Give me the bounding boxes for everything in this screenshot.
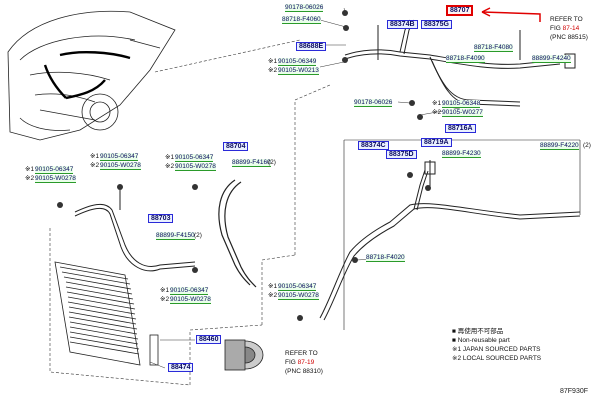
refer-note-top: REFER TO FIG 87-14 (PNC 88515) bbox=[550, 15, 588, 42]
star1-marker-g: ※1 bbox=[268, 283, 278, 290]
star2-marker-d: ※2 bbox=[25, 175, 35, 182]
callout-88716a[interactable]: 88716A bbox=[445, 124, 476, 133]
part-90105-w0278-e[interactable]: 90105-W0278 bbox=[278, 292, 319, 300]
star2-marker-g: ※2 bbox=[268, 292, 278, 299]
part-90105-w0213[interactable]: 90105-W0213 bbox=[278, 67, 319, 75]
star2-marker-a: ※2 bbox=[268, 67, 278, 74]
star1-marker-d: ※1 bbox=[25, 166, 35, 173]
part-88718-f4080[interactable]: 88718-F4080 bbox=[474, 44, 513, 52]
qty-marker-a: (2) bbox=[583, 142, 591, 149]
callout-88703[interactable]: 88703 bbox=[148, 214, 174, 223]
highlight-arrow bbox=[481, 11, 541, 22]
part-90105-06347-c[interactable]: 90105-06347 bbox=[175, 154, 214, 162]
star1-marker-e: ※1 bbox=[165, 154, 175, 161]
callout-88719a[interactable]: 88719A bbox=[421, 138, 452, 147]
part-88899-f4160[interactable]: 88899-F4160 bbox=[232, 159, 271, 167]
fig-link-87-19[interactable]: 87-19 bbox=[297, 359, 315, 366]
part-90105-w0278-b[interactable]: 90105-W0278 bbox=[35, 175, 76, 183]
part-88899-f4240[interactable]: 88899-F4240 bbox=[532, 55, 571, 63]
refer-bottom-line1: REFER TO bbox=[285, 350, 318, 357]
compressor bbox=[224, 339, 264, 371]
qty-marker-b: (2) bbox=[268, 159, 276, 166]
part-90105-06347-d[interactable]: 90105-06347 bbox=[170, 287, 209, 295]
star2-marker-f: ※2 bbox=[160, 296, 170, 303]
part-90105-06347-e[interactable]: 90105-06347 bbox=[278, 283, 317, 291]
legend-star1: ※1 JAPAN SOURCED PARTS bbox=[452, 346, 541, 353]
callout-88704[interactable]: 88704 bbox=[223, 142, 249, 151]
star1-marker-a: ※1 bbox=[268, 58, 278, 65]
callout-88375d[interactable]: 88375D bbox=[386, 150, 417, 159]
pipe-88703 bbox=[74, 190, 196, 272]
refer-bottom-line3: (PNC 88310) bbox=[285, 368, 323, 375]
legend-star2: ※2 LOCAL SOURCED PARTS bbox=[452, 355, 542, 362]
part-90105-w0278-a[interactable]: 90105-W0278 bbox=[100, 162, 141, 170]
star2-marker-e: ※2 bbox=[165, 163, 175, 170]
star1-marker-c: ※1 bbox=[90, 153, 100, 160]
refer-note-bottom: REFER TO FIG 87-19 (PNC 88310) bbox=[285, 349, 323, 376]
part-90105-w0277[interactable]: 90105-W0277 bbox=[442, 109, 483, 117]
part-88718-f4090[interactable]: 88718-F4090 bbox=[446, 55, 485, 63]
part-88899-f4150[interactable]: 88899-F4150 bbox=[156, 232, 195, 240]
part-90105-w0278-d[interactable]: 90105-W0278 bbox=[170, 296, 211, 304]
refer-top-line1: REFER TO bbox=[550, 16, 583, 23]
vehicle-illustration bbox=[7, 10, 176, 141]
part-90105-06349[interactable]: 90105-06349 bbox=[278, 58, 317, 66]
condenser bbox=[54, 261, 159, 366]
callout-88374b[interactable]: 88374B bbox=[387, 20, 418, 29]
part-88899-f4230[interactable]: 88899-F4230 bbox=[442, 150, 481, 158]
hose-88704 bbox=[218, 179, 257, 288]
refer-top-line2: FIG 87-14 bbox=[550, 25, 580, 32]
part-90178-06026-mid[interactable]: 90178-06026 bbox=[354, 99, 393, 107]
callout-88707[interactable]: 88707 bbox=[446, 5, 474, 16]
star2-marker-c: ※2 bbox=[90, 162, 100, 169]
legend-jp: ■ 再使用不可部品 bbox=[452, 328, 504, 335]
callout-88474[interactable]: 88474 bbox=[168, 363, 194, 372]
part-88718-f4060[interactable]: 88718-F4060 bbox=[282, 16, 321, 24]
part-88899-f4220[interactable]: 88899-F4220 bbox=[540, 142, 579, 150]
qty-marker-c: (2) bbox=[194, 232, 202, 239]
dashed-enclosure bbox=[49, 84, 331, 386]
star1-marker-f: ※1 bbox=[160, 287, 170, 294]
part-88718-f4020[interactable]: 88718-F4020 bbox=[366, 254, 405, 262]
legend-nonreusable: ■ Non-reusable part bbox=[452, 337, 510, 344]
figure-code: 87F930F bbox=[560, 388, 589, 395]
part-90105-06348[interactable]: 90105-06348 bbox=[442, 100, 481, 108]
legend: ■ 再使用不可部品 ■ Non-reusable part ※1 JAPAN S… bbox=[452, 327, 541, 363]
callout-88375g[interactable]: 88375G bbox=[421, 20, 452, 29]
lower-right-pipe bbox=[319, 160, 581, 321]
star2-marker-b: ※2 bbox=[432, 109, 442, 116]
refer-top-line3: (PNC 88515) bbox=[550, 34, 588, 41]
callout-88688e[interactable]: 88688E bbox=[296, 42, 327, 51]
fig-link-87-14[interactable]: 87-14 bbox=[562, 25, 580, 32]
part-90105-06347-a[interactable]: 90105-06347 bbox=[100, 153, 139, 161]
star1-marker-b: ※1 bbox=[432, 100, 442, 107]
refer-bottom-line2: FIG 87-19 bbox=[285, 359, 315, 366]
callout-88460[interactable]: 88460 bbox=[196, 335, 222, 344]
part-90105-06347-b[interactable]: 90105-06347 bbox=[35, 166, 74, 174]
callout-88374c[interactable]: 88374C bbox=[358, 141, 389, 150]
assembly-frame bbox=[343, 139, 581, 330]
part-90105-w0278-c[interactable]: 90105-W0278 bbox=[175, 163, 216, 171]
upper-pipe bbox=[344, 19, 576, 107]
part-90178-06026-top[interactable]: 90178-06026 bbox=[285, 4, 324, 12]
